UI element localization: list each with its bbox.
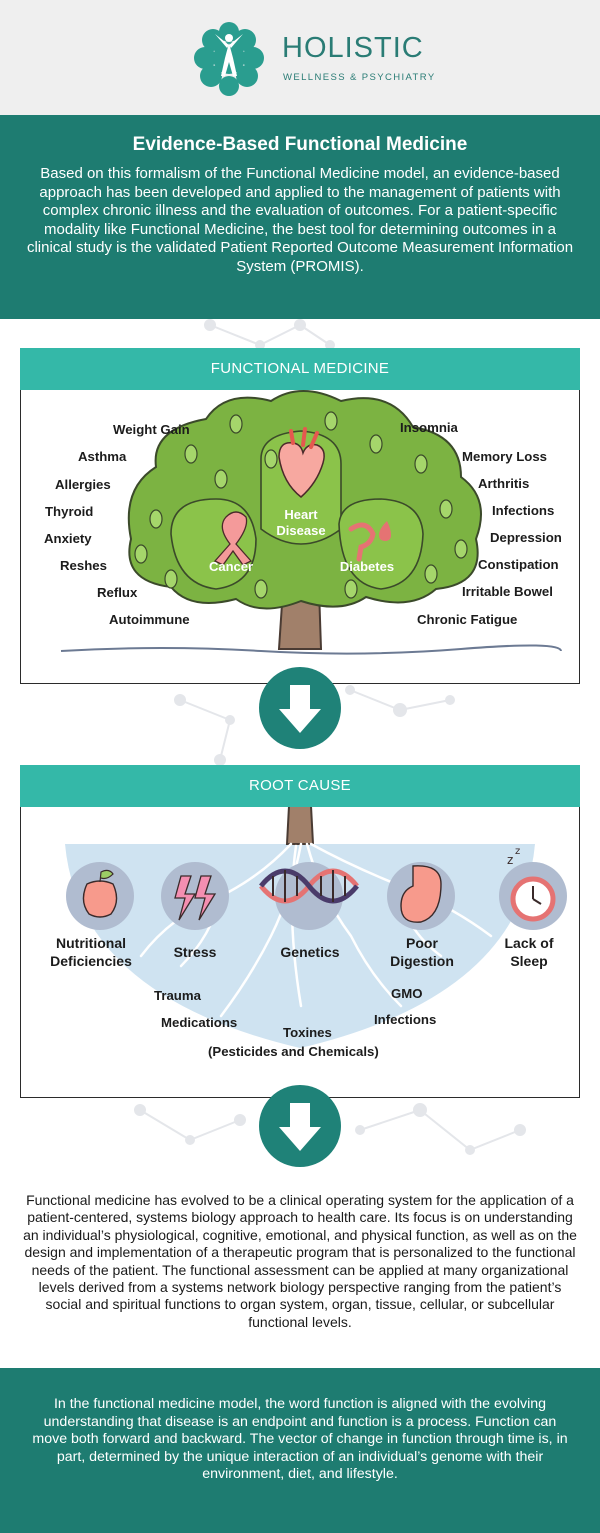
label-asthma: Asthma [78, 449, 127, 464]
roots-illustration: z z [65, 805, 567, 1048]
label-weight-gain: Weight Gain [113, 422, 190, 437]
intro-title: Evidence-Based Functional Medicine [132, 134, 468, 155]
functional-medicine-heading: FUNCTIONAL MEDICINE [20, 348, 580, 390]
brand-subtitle: WELLNESS & PSYCHIATRY [283, 72, 436, 83]
arrow-down-icon [279, 685, 321, 733]
label-depression: Depression [490, 530, 562, 545]
stomach-icon [387, 862, 455, 930]
functional-medicine-panel: FUNCTIONAL MEDICINE Weight Gain Asthma A… [20, 348, 580, 684]
label-allergies: Allergies [55, 477, 111, 492]
secondary-gmo: GMO [391, 986, 423, 1001]
secondary-trauma: Trauma [154, 988, 201, 1003]
label-memory-loss: Memory Loss [462, 449, 548, 464]
label-chronic-fatigue: Chronic Fatigue [417, 612, 518, 627]
label-cancer: Cancer [208, 559, 254, 574]
label-constipation: Constipation [478, 557, 559, 572]
svg-text:z: z [515, 846, 520, 857]
root-cause-heading: ROOT CAUSE [20, 765, 580, 807]
holistic-logo-icon [194, 22, 264, 96]
label-autoimmune: Autoimmune [109, 612, 190, 627]
root-cause-panel: z z ROOT CAUSE Nutritional Deficiencies … [20, 765, 580, 1098]
label-diabetes: Diabetes [339, 559, 395, 574]
cause-poor-digestion: Poor Digestion [390, 935, 454, 969]
tree-illustration [60, 390, 562, 655]
apple-icon [66, 862, 134, 930]
body-paragraph: Functional medicine has evolved to be a … [23, 1192, 577, 1330]
footer-section: In the functional medicine model, the wo… [0, 1368, 600, 1533]
secondary-infections: Infections [374, 1012, 437, 1027]
label-insomnia: Insomnia [400, 420, 458, 435]
down-arrow-1 [259, 667, 341, 749]
down-arrow-2 [259, 1085, 341, 1167]
lightning-icon [161, 862, 229, 930]
label-anxiety: Anxiety [44, 531, 92, 546]
label-reflux: Reflux [97, 585, 138, 600]
cause-genetics: Genetics [280, 944, 340, 960]
brand-name: HOLISTIC [282, 32, 424, 64]
dna-icon [259, 862, 359, 930]
secondary-toxines: Toxines [283, 1025, 332, 1040]
alarm-clock-icon: z z [499, 846, 567, 930]
cause-stress: Stress [173, 944, 217, 960]
diabetes-icon [348, 521, 391, 562]
label-infections: Infections [492, 503, 555, 518]
header: HOLISTIC WELLNESS & PSYCHIATRY [0, 0, 600, 115]
cause-lack-of-sleep: Lack of Sleep [504, 935, 554, 969]
secondary-medications: Medications [161, 1015, 238, 1030]
intro-text: Based on this formalism of the Functiona… [26, 165, 574, 275]
footer-paragraph: In the functional medicine model, the wo… [32, 1396, 568, 1483]
intro-section: Evidence-Based Functional Medicine Based… [0, 115, 600, 319]
label-arthritis: Arthritis [478, 476, 530, 491]
secondary-pesticides: (Pesticides and Chemicals) [208, 1044, 379, 1059]
cancer-ribbon-icon [213, 511, 253, 566]
label-irritable-bowel: Irritable Bowel [462, 584, 553, 599]
label-reshes: Reshes [60, 558, 107, 573]
label-thyroid: Thyroid [45, 504, 94, 519]
label-heart-disease: Heart Disease [276, 507, 326, 538]
cause-nutritional-deficiencies: Nutritional Deficiencies [50, 935, 132, 969]
svg-text:z: z [507, 853, 513, 867]
arrow-down-icon [279, 1103, 321, 1151]
heart-organ-icon [278, 427, 325, 498]
